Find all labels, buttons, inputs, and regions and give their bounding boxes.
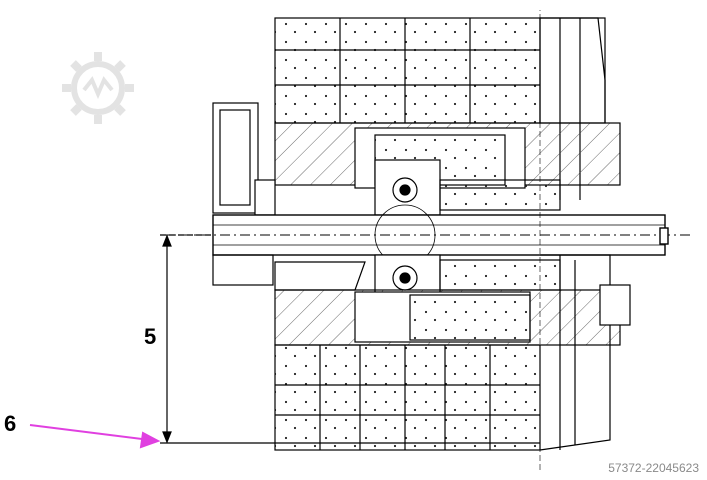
main-beam (160, 204, 690, 266)
reference-code: 57372-22045623 (608, 461, 699, 475)
reference-label: 6 (4, 411, 17, 436)
upper-hatched-section (274, 122, 621, 189)
dimension-line (160, 234, 540, 444)
left-side-box (212, 102, 276, 216)
reference-arrow (29, 424, 161, 449)
upper-clamp-unit (374, 159, 561, 216)
lower-platen (274, 10, 631, 470)
gear-logo-icon (62, 52, 134, 124)
upper-platen (274, 17, 606, 200)
dimension-label: 5 (144, 324, 157, 349)
lower-hatched-section (274, 289, 621, 346)
